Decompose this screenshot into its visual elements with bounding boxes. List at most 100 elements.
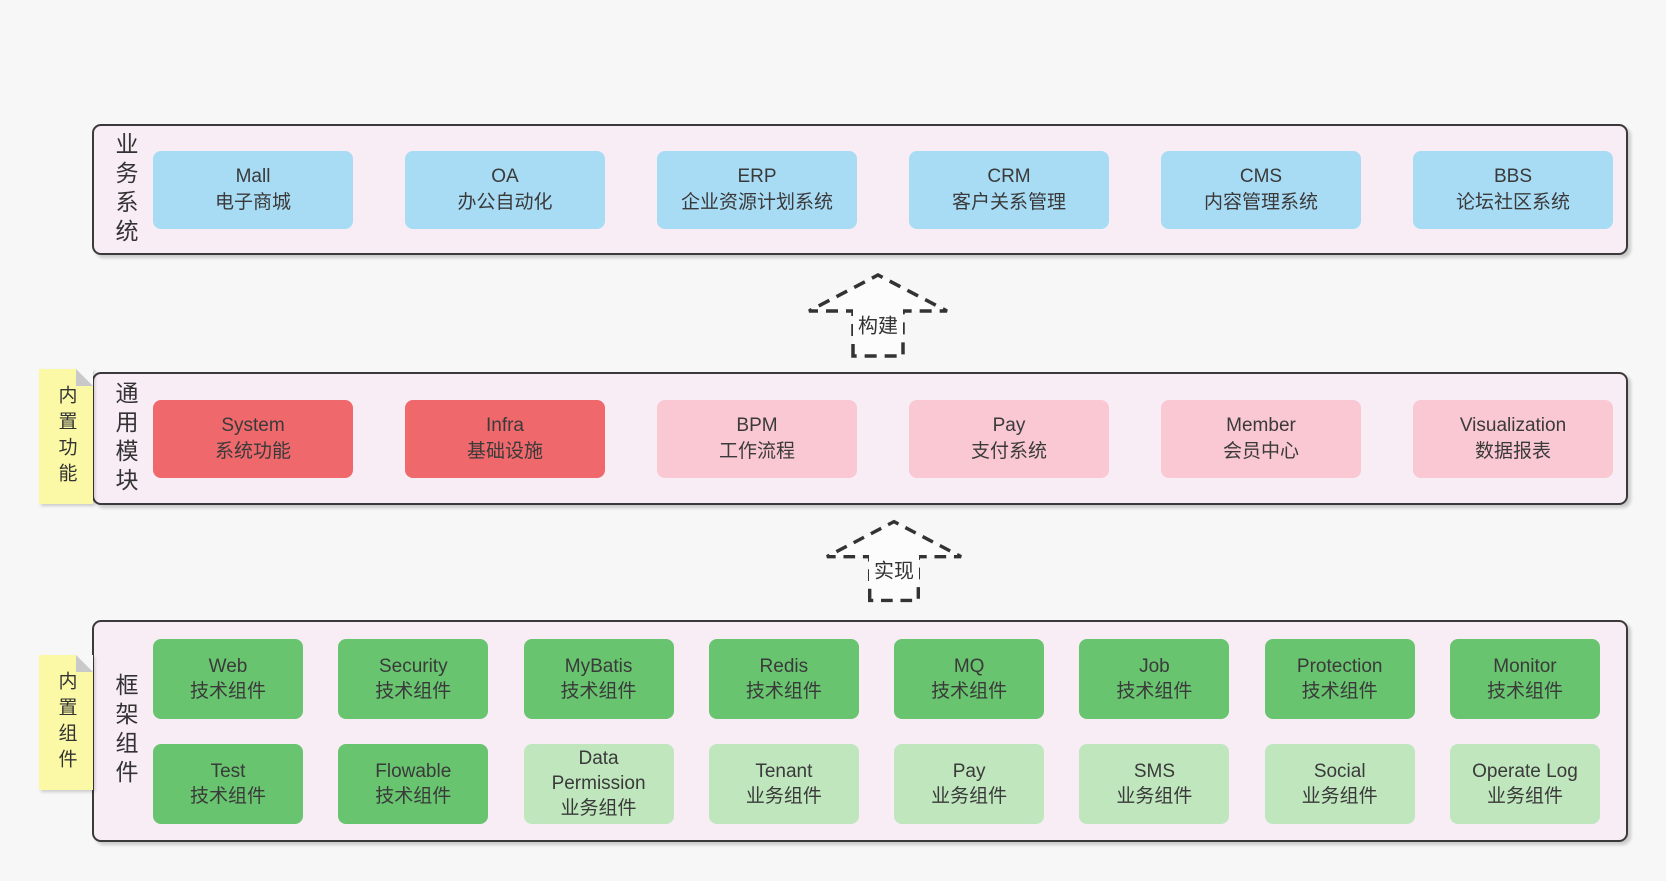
box-job: Job 技术组件	[1079, 638, 1230, 719]
band-framework-components: 框架组件 Web 技术组件 Security 技术组件 MyBatis 技术组件…	[92, 620, 1628, 842]
box-title: Monitor	[1493, 655, 1557, 677]
box-subtitle: 基础设施	[466, 440, 543, 462]
box-subtitle: 技术组件	[560, 680, 637, 702]
box-title: Operate Log	[1472, 760, 1578, 782]
component-row-1: Web 技术组件 Security 技术组件 MyBatis 技术组件 Redi…	[153, 638, 1600, 719]
box-title: Test	[210, 760, 246, 782]
component-rows: Web 技术组件 Security 技术组件 MyBatis 技术组件 Redi…	[153, 622, 1600, 840]
box-title: SMS	[1133, 760, 1175, 782]
band-business-systems: 业务系统 Mall 电子商城 OA 办公自动化 ERP 企业资源计划系统 CRM…	[92, 124, 1628, 255]
box-social: Social 业务组件	[1264, 743, 1415, 824]
box-subtitle: 办公自动化	[457, 191, 553, 213]
box-title: Job	[1139, 655, 1170, 677]
box-subtitle: 技术组件	[189, 785, 266, 807]
box-subtitle: 数据报表	[1474, 440, 1551, 462]
box-tenant: Tenant 业务组件	[708, 743, 859, 824]
box-title: Redis	[759, 655, 809, 677]
band-common-modules: 通用模块 System 系统功能 Infra 基础设施 BPM 工作流程 Pay…	[92, 372, 1628, 505]
box-visualization: Visualization 数据报表	[1413, 399, 1613, 478]
box-title: Visualization	[1459, 414, 1567, 436]
box-title: Infra	[485, 414, 525, 436]
box-title: MyBatis	[564, 655, 633, 677]
band-business-label: 业务系统	[112, 131, 138, 248]
note-builtin-features-label: 内置功能	[55, 384, 77, 489]
box-title: Protection	[1296, 655, 1383, 677]
box-title: Pay	[952, 760, 986, 782]
box-system: System 系统功能	[153, 399, 353, 478]
box-monitor: Monitor 技术组件	[1449, 638, 1600, 719]
box-subtitle: 业务组件	[745, 785, 822, 807]
box-member: Member 会员中心	[1161, 399, 1361, 478]
box-crm: CRM 客户关系管理	[909, 150, 1109, 229]
box-subtitle: 技术组件	[375, 785, 452, 807]
box-title: Pay	[992, 414, 1026, 436]
box-title: BPM	[736, 414, 778, 436]
box-data-permission: Data Permission 业务组件	[523, 743, 674, 824]
box-subtitle: 客户关系管理	[951, 191, 1066, 213]
box-title: System	[221, 414, 285, 436]
box-title: OA	[491, 165, 519, 187]
box-subtitle: 支付系统	[970, 440, 1047, 462]
box-security: Security 技术组件	[338, 638, 489, 719]
module-boxes-row: System 系统功能 Infra 基础设施 BPM 工作流程 Pay 支付系统…	[153, 374, 1613, 503]
box-title: CMS	[1239, 165, 1283, 187]
box-subtitle: 业务组件	[1486, 785, 1563, 807]
box-web: Web 技术组件	[153, 638, 303, 719]
box-bpm: BPM 工作流程	[657, 399, 857, 478]
box-title: Web	[208, 655, 248, 677]
box-subtitle: 业务组件	[1301, 785, 1378, 807]
box-subtitle: 技术组件	[1486, 680, 1563, 702]
box-bbs: BBS 论坛社区系统	[1413, 150, 1613, 229]
box-pay-biz: Pay 业务组件	[894, 743, 1045, 824]
box-title: BBS	[1493, 165, 1533, 187]
box-operate-log: Operate Log 业务组件	[1449, 743, 1600, 824]
note-builtin-components: 内置组件	[39, 655, 93, 790]
band-components-label: 框架组件	[112, 673, 138, 789]
box-subtitle: 系统功能	[214, 440, 291, 462]
box-subtitle: 内容管理系统	[1203, 191, 1318, 213]
box-pay-system: Pay 支付系统	[909, 399, 1109, 478]
box-subtitle: 技术组件	[745, 680, 822, 702]
box-title: MQ	[953, 655, 985, 677]
box-subtitle: 技术组件	[189, 680, 266, 702]
box-flowable: Flowable 技术组件	[338, 743, 489, 824]
box-subtitle: 论坛社区系统	[1455, 191, 1570, 213]
box-subtitle: 会员中心	[1222, 440, 1299, 462]
box-subtitle: 技术组件	[375, 680, 452, 702]
box-erp: ERP 企业资源计划系统	[657, 150, 857, 229]
box-mybatis: MyBatis 技术组件	[523, 638, 674, 719]
box-test: Test 技术组件	[153, 743, 303, 824]
box-title: Tenant	[755, 760, 813, 782]
box-oa: OA 办公自动化	[405, 150, 605, 229]
box-sms: SMS 业务组件	[1079, 743, 1230, 824]
band-modules-label: 通用模块	[112, 380, 138, 497]
box-subtitle: 技术组件	[1301, 680, 1378, 702]
box-subtitle: 业务组件	[931, 785, 1008, 807]
box-cms: CMS 内容管理系统	[1161, 150, 1361, 229]
box-title: Mall	[235, 165, 271, 187]
box-subtitle: 业务组件	[1116, 785, 1193, 807]
box-mall: Mall 电子商城	[153, 150, 353, 229]
box-title: Security	[378, 655, 448, 677]
box-infra: Infra 基础设施	[405, 399, 605, 478]
box-title: Member	[1226, 414, 1296, 436]
build-arrow-label: 构建	[853, 308, 903, 340]
box-title: CRM	[987, 165, 1031, 187]
box-title: Flowable	[375, 760, 452, 782]
business-boxes-row: Mall 电子商城 OA 办公自动化 ERP 企业资源计划系统 CRM 客户关系…	[153, 126, 1613, 253]
note-builtin-features: 内置功能	[39, 369, 93, 504]
box-protection: Protection 技术组件	[1264, 638, 1415, 719]
note-builtin-components-label: 内置组件	[55, 670, 77, 775]
box-title: ERP	[737, 165, 777, 187]
box-subtitle: 技术组件	[1116, 680, 1193, 702]
box-subtitle: 电子商城	[214, 191, 291, 213]
component-row-2: Test 技术组件 Flowable 技术组件 Data Permission …	[153, 743, 1600, 824]
box-subtitle: 技术组件	[931, 680, 1008, 702]
box-redis: Redis 技术组件	[708, 638, 859, 719]
box-title: Data Permission	[551, 748, 646, 794]
box-subtitle: 工作流程	[718, 440, 795, 462]
box-subtitle: 业务组件	[560, 798, 637, 819]
box-title: Social	[1313, 760, 1366, 782]
box-subtitle: 企业资源计划系统	[680, 191, 833, 213]
